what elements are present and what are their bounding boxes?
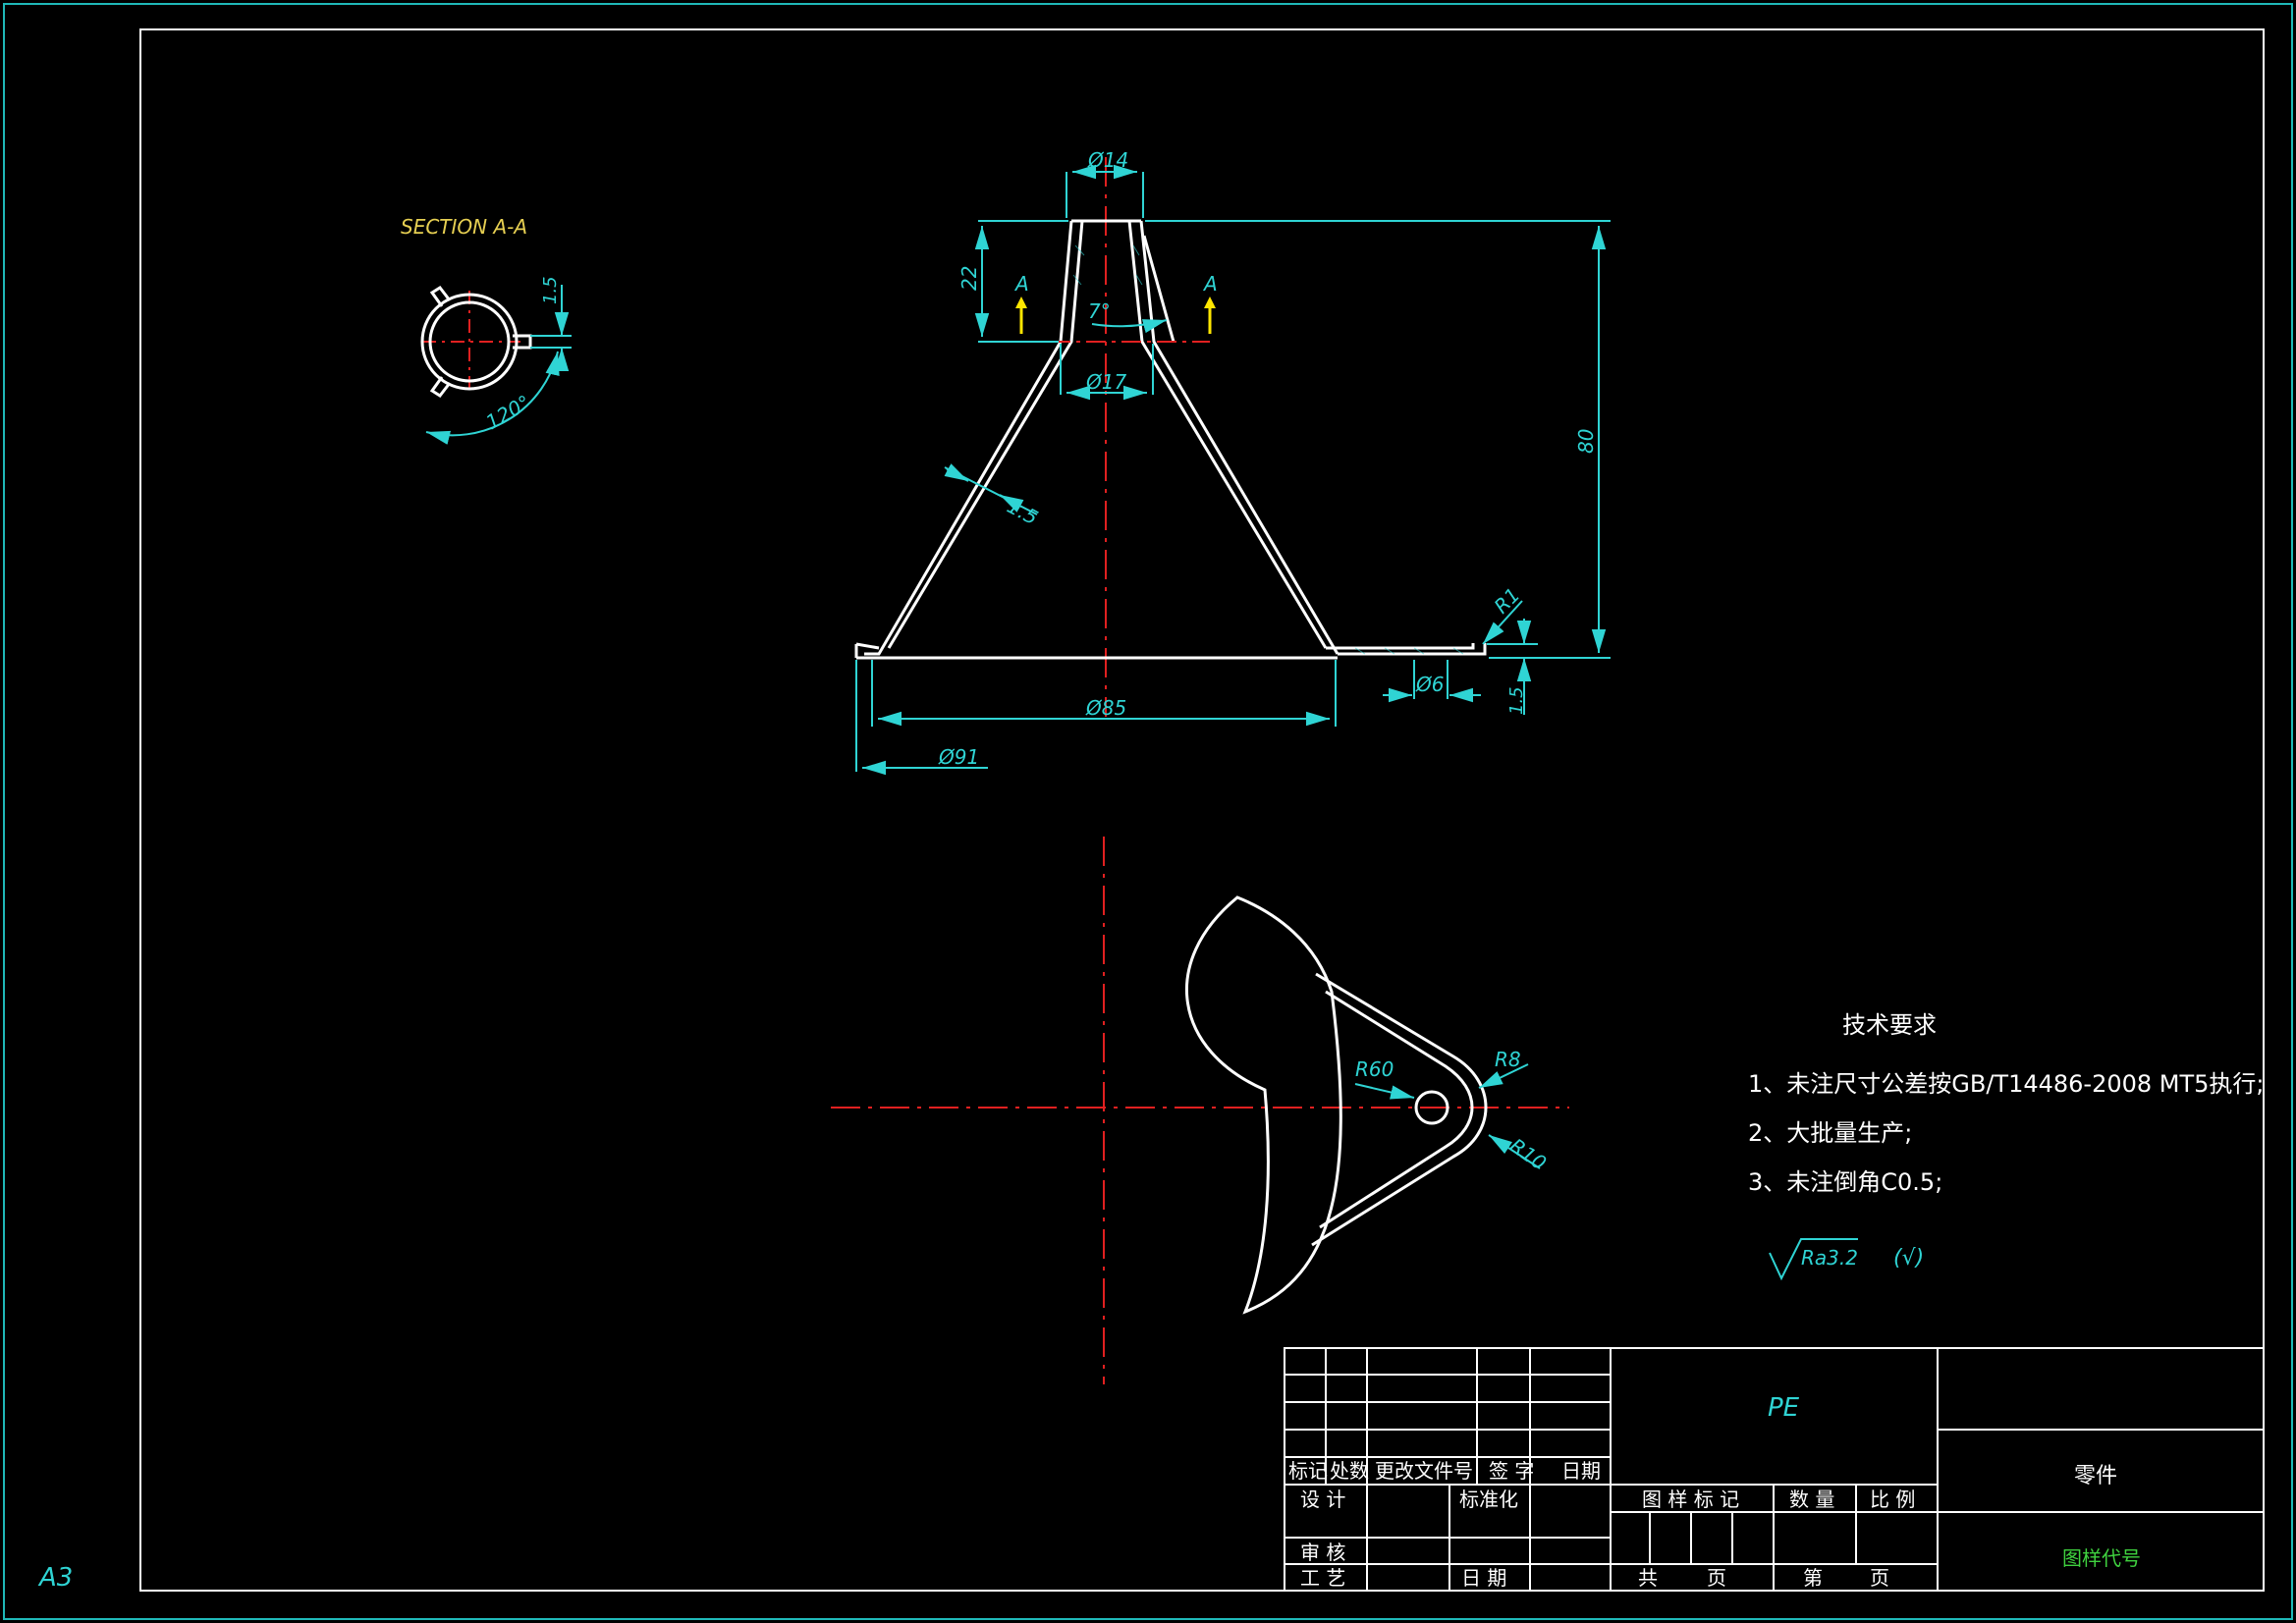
rev-header-count: 处数 bbox=[1330, 1459, 1369, 1483]
main-view: A A Ø14 22 7° Ø17 1.5 80 R1 bbox=[854, 148, 1611, 776]
outer-frame bbox=[3, 3, 2293, 1620]
cut-label-left: A bbox=[1013, 272, 1029, 296]
note-item-2: 2、大批量生产; bbox=[1748, 1119, 1912, 1147]
label-check: 审 核 bbox=[1300, 1541, 1345, 1564]
label-standard: 标准化 bbox=[1459, 1488, 1518, 1511]
dim-neck-height: 22 bbox=[957, 266, 981, 291]
label-page: 页 bbox=[1707, 1566, 1726, 1590]
dim-base-dia: Ø85 bbox=[1085, 696, 1126, 720]
rev-header-date: 日期 bbox=[1561, 1459, 1601, 1483]
dim-hole-dia: Ø6 bbox=[1415, 673, 1444, 696]
dim-total-height: 80 bbox=[1574, 429, 1598, 454]
roughness-symbol bbox=[1769, 1238, 1858, 1281]
roughness-value: Ra3.2 bbox=[1801, 1246, 1858, 1270]
title-block: 标记 处数 更改文件号 签 字 日期 设 计 标准化 审 核 工 艺 日 期 P… bbox=[1284, 1347, 2265, 1592]
top-view: R60 R8 R10 bbox=[831, 837, 1569, 1384]
dim-hole-radius: R8 bbox=[1495, 1048, 1521, 1071]
dim-outer-radius: R60 bbox=[1355, 1057, 1394, 1081]
label-qty: 数 量 bbox=[1789, 1488, 1834, 1511]
dim-outer-dia: Ø91 bbox=[938, 745, 979, 769]
dim-neck-dia: Ø17 bbox=[1085, 370, 1126, 394]
part-name: 零件 bbox=[2074, 1464, 2117, 1488]
dim-fillet: R1 bbox=[1490, 583, 1525, 619]
label-scale: 比 例 bbox=[1870, 1488, 1915, 1511]
technical-notes: 技术要求 1、未注尺寸公差按GB/T14486-2008 MT5执行; 2、大批… bbox=[1748, 1011, 2265, 1281]
section-thickness: 1.5 bbox=[540, 276, 561, 304]
drawing-number: 图样代号 bbox=[2062, 1546, 2141, 1570]
label-total: 共 bbox=[1638, 1566, 1658, 1590]
notes-heading: 技术要求 bbox=[1842, 1011, 1937, 1039]
cut-label-right: A bbox=[1202, 272, 1218, 296]
note-item-3: 3、未注倒角C0.5; bbox=[1748, 1168, 1942, 1196]
rev-header-doc: 更改文件号 bbox=[1375, 1459, 1473, 1483]
label-page2: 页 bbox=[1870, 1566, 1889, 1590]
label-process: 工 艺 bbox=[1300, 1566, 1345, 1590]
label-stage: 图 样 标 记 bbox=[1642, 1488, 1739, 1511]
inner-frame bbox=[139, 28, 2265, 1592]
section-angle: 120° bbox=[482, 390, 535, 434]
dim-top-dia: Ø14 bbox=[1087, 148, 1128, 172]
roughness-other: (√) bbox=[1893, 1246, 1924, 1271]
note-item-1: 1、未注尺寸公差按GB/T14486-2008 MT5执行; bbox=[1748, 1070, 2265, 1098]
material: PE bbox=[1768, 1393, 1800, 1423]
rev-header-sign: 签 字 bbox=[1489, 1459, 1534, 1483]
rev-header-mark: 标记 bbox=[1288, 1459, 1328, 1483]
label-design: 设 计 bbox=[1300, 1488, 1345, 1511]
dim-flange-thickness: 1.5 bbox=[1506, 686, 1527, 715]
label-date: 日 期 bbox=[1461, 1566, 1506, 1590]
dim-tip-radius: R10 bbox=[1505, 1133, 1551, 1174]
section-title: SECTION A-A bbox=[401, 215, 527, 239]
sheet-size-label: A3 bbox=[37, 1563, 73, 1593]
dim-taper-angle: 7° bbox=[1088, 299, 1111, 323]
label-sheet: 第 bbox=[1803, 1566, 1823, 1590]
section-a-a-view: SECTION A-A 120° 1.5 bbox=[401, 215, 572, 445]
